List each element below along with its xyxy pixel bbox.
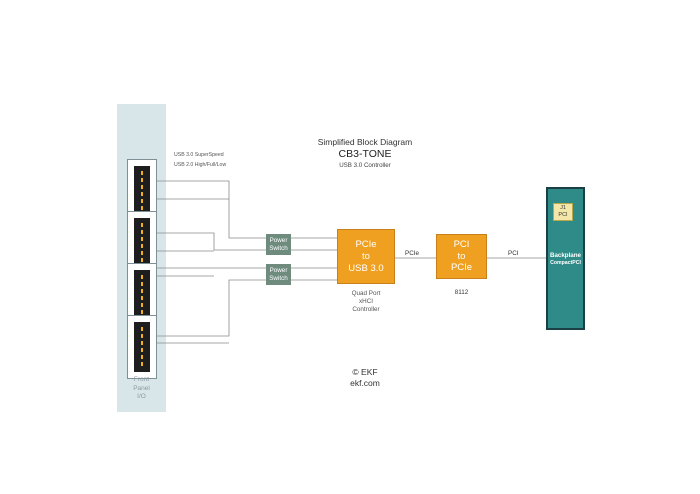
usb-legend-ss: USB 3.0 SuperSpeed: [174, 152, 224, 158]
usb-legend: USB 3.0 SuperSpeed USB 2.0 High/Full/Low: [174, 151, 226, 170]
wire-port4-ss: [157, 279, 266, 337]
xhci-block-line1: PCIe: [355, 238, 377, 250]
title-line1: Simplified Block Diagram: [317, 137, 413, 147]
pcie-link-label: PCIe: [405, 250, 419, 257]
backplane-label: Backplane CompactPCI: [546, 252, 585, 267]
xhci-caption: Quad Port xHCI Controller: [335, 290, 397, 314]
usb-legend-hs: USB 2.0 High/Full/Low: [174, 161, 227, 168]
xhci-block-line3: USB 3.0: [348, 262, 384, 274]
bridge-block-line2: to: [457, 250, 466, 262]
title-line3: USB 3.0 Controller: [339, 162, 391, 169]
copyright-line2: ekf.com: [350, 378, 380, 388]
power-switch-2-line2: Switch: [269, 274, 288, 282]
power-switch-2: Power Switch: [266, 264, 291, 285]
copyright: © EKF ekf.com: [330, 367, 400, 389]
front-panel-label-line3: I/O: [137, 393, 146, 400]
power-switch-2-line1: Power: [269, 267, 288, 274]
backplane-label-line2: CompactPCI: [550, 260, 581, 266]
front-panel-label-line1: Front: [133, 376, 150, 383]
wire-port2-ss: [157, 232, 266, 251]
xhci-block-line2: to: [362, 250, 370, 262]
bridge-block-line3: PCIe: [450, 262, 473, 274]
front-panel-label-line2: Panel: [133, 384, 150, 392]
copyright-line1: © EKF: [352, 367, 378, 377]
j1-connector-line1: J1: [560, 205, 566, 211]
xhci-controller-block: PCIe to USB 3.0: [337, 229, 395, 284]
bridge-caption: 8112: [454, 289, 469, 296]
wire-port1-ss: [157, 180, 266, 239]
j1-connector: J1 PCI: [553, 203, 573, 221]
pci-link-label: PCI: [508, 250, 519, 257]
xhci-caption-line2: xHCI: [359, 298, 373, 305]
diagram-title: Simplified Block Diagram CB3-TONE USB 3.…: [290, 137, 440, 170]
power-switch-1-line2: Switch: [269, 244, 288, 252]
front-panel-label: Front Panel I/O: [117, 376, 166, 402]
bridge-block-line1: PCI: [453, 239, 470, 251]
j1-connector-line2: PCI: [558, 212, 568, 218]
xhci-caption-line1: Quad Port: [351, 290, 381, 297]
pci-bridge-block: PCI to PCIe: [436, 234, 487, 279]
xhci-caption-line3: Controller: [352, 306, 380, 313]
power-switch-1-line1: Power: [269, 237, 288, 244]
power-switch-1: Power Switch: [266, 234, 291, 255]
backplane-label-line1: Backplane: [550, 252, 581, 259]
title-line2: CB3-TONE: [338, 148, 392, 160]
usb-port-4: [127, 315, 157, 379]
